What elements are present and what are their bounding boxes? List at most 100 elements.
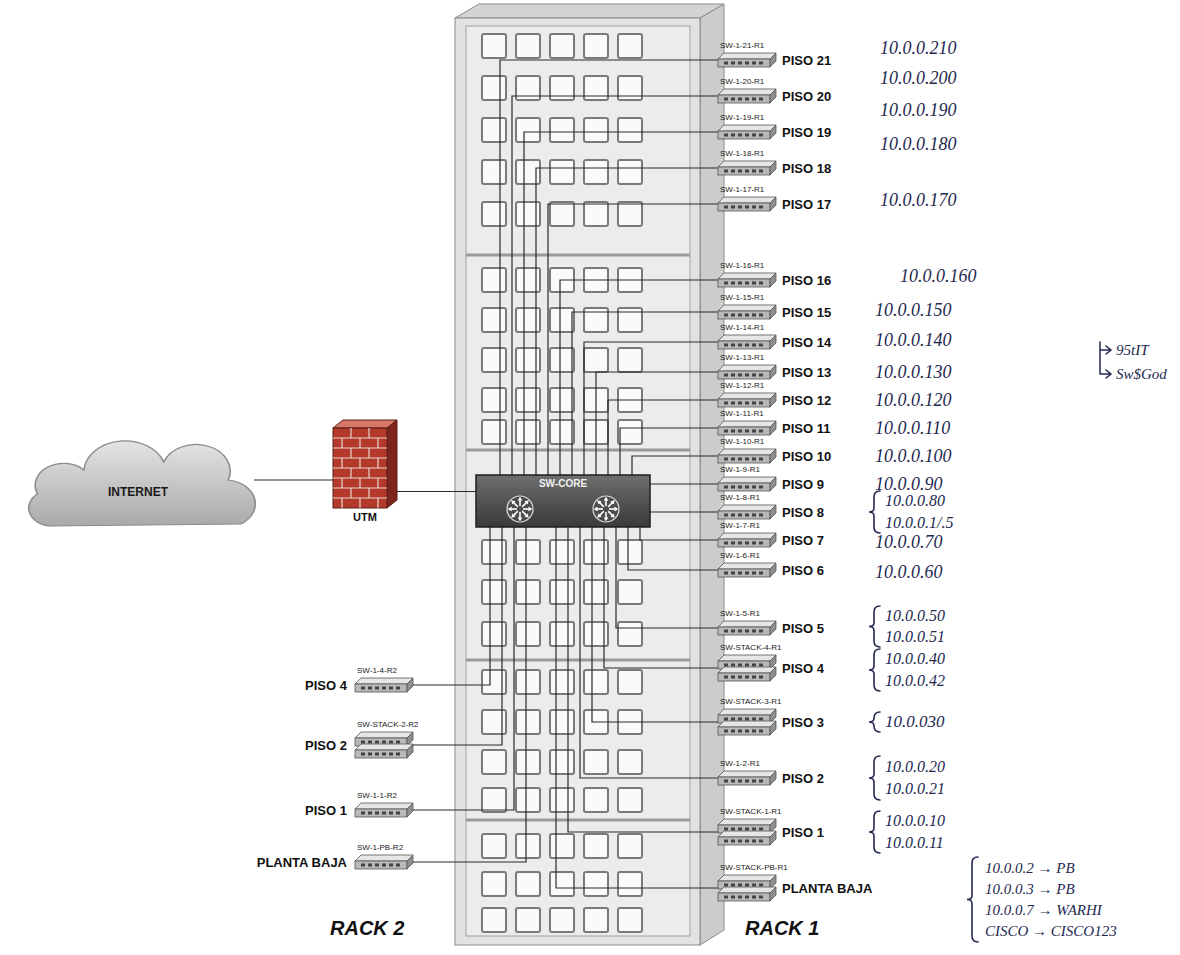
wall-mortar: [359, 498, 360, 508]
switch-top: [718, 771, 776, 777]
cable-line: [548, 204, 718, 475]
switch-port: [731, 430, 735, 433]
switch-port: [738, 62, 742, 65]
switch-port: [731, 896, 735, 899]
switch-symbol-arrow: [509, 508, 517, 510]
switch-port: [752, 62, 756, 65]
switch-port: [752, 664, 756, 667]
switch-port: [724, 840, 728, 843]
node-shape: [718, 53, 776, 67]
rack-unit: [516, 710, 540, 734]
cable-line: [650, 511, 718, 512]
switch-symbol: [507, 496, 533, 522]
switch-port: [738, 630, 742, 633]
rack-unit: [516, 788, 540, 812]
switch-side: [770, 449, 776, 463]
switch-port: [745, 486, 749, 489]
switch-port: [752, 630, 756, 633]
cable-line: [254, 479, 333, 480]
cable-line: [596, 372, 718, 475]
switch-port: [745, 718, 749, 721]
floor-label: PISO 11: [782, 421, 830, 436]
handwritten-note: 10.0.0.170: [880, 190, 957, 211]
rack-unit: [482, 908, 506, 932]
handwritten-brace: [869, 712, 880, 732]
switch-symbol-arrow: [519, 498, 521, 506]
wall-mortar: [368, 488, 369, 498]
node-shape: [718, 305, 776, 319]
handwritten-note: 10.0.0.150: [875, 300, 952, 321]
switch-name: SW-1-8-R1: [720, 493, 760, 503]
switch-symbol-arrowhead: [611, 501, 614, 504]
switch-top: [718, 819, 776, 825]
switch-port: [375, 812, 379, 815]
switch-port: [759, 664, 763, 667]
switch-side: [770, 771, 776, 785]
switch-port: [724, 718, 728, 721]
access-switch: SW-1-1-R2PISO 1: [355, 803, 413, 817]
switch-port: [382, 753, 386, 756]
node-shape: [718, 273, 776, 287]
switch-front: [355, 750, 407, 758]
switch-port: [738, 514, 742, 517]
node-shape: [355, 803, 413, 817]
switch-symbol-arrow: [609, 508, 617, 510]
rack-unit: [516, 834, 540, 858]
handwritten-note: 10.0.0.190: [880, 100, 957, 121]
node-shape: [718, 421, 776, 435]
switch-port: [759, 630, 763, 633]
switch-port: [759, 374, 763, 377]
wall-mortar: [350, 468, 351, 478]
floor-label: PISO 20: [782, 89, 831, 104]
handwritten-arrows: [1100, 342, 1111, 378]
node-shape: [718, 505, 776, 519]
switch-port: [759, 458, 763, 461]
cable-line: [608, 400, 718, 475]
floor-label: PISO 10: [782, 449, 831, 464]
switch-port: [745, 344, 749, 347]
cable-line: [640, 527, 718, 540]
switch-side: [770, 365, 776, 379]
rack-unit: [482, 872, 506, 896]
switch-port: [745, 542, 749, 545]
switch-name: SW-STACK-1-R1: [720, 807, 782, 817]
rack-unit: [584, 834, 608, 858]
switch-side: [770, 53, 776, 67]
handwritten-note: 10.0.0.50: [885, 607, 945, 625]
switch-port: [759, 514, 763, 517]
handwritten-brace: [869, 491, 880, 533]
switch-front: [718, 95, 770, 103]
switch-symbol-arrow: [598, 501, 604, 507]
handwritten-note: 10.0.0.140: [875, 330, 952, 351]
switch-top: [718, 887, 776, 893]
handwritten-note: 10.0.0.120: [875, 390, 952, 411]
switch-port: [759, 282, 763, 285]
rack-front: [455, 18, 700, 945]
switch-side: [770, 505, 776, 519]
switch-front: [718, 569, 770, 577]
rack-unit: [584, 670, 608, 694]
access-switch: SW-1-6-R1PISO 6: [718, 563, 776, 577]
rack-top: [455, 4, 724, 18]
switch-port: [745, 206, 749, 209]
floor-label: PISO 1: [782, 825, 824, 840]
handwritten-note: 10.0.0.180: [880, 134, 957, 155]
switch-symbol-arrowhead: [528, 507, 531, 510]
rack-unit: [618, 580, 642, 604]
wall-mortar: [359, 438, 360, 448]
switch-name: SW-1-12-R1: [720, 381, 764, 391]
switch-port: [375, 753, 379, 756]
wall-mortar: [368, 448, 369, 458]
rack-unit: [516, 622, 540, 646]
handwritten-note: 10.0.0.210: [880, 38, 957, 59]
switch-port: [759, 402, 763, 405]
switch-port: [396, 753, 400, 756]
rack-unit: [482, 34, 506, 58]
switch-symbol-arrowhead: [611, 514, 614, 517]
switch-port: [382, 741, 386, 744]
cable-line: [413, 527, 490, 685]
wall-mortar: [341, 478, 342, 488]
rack-unit: [550, 788, 574, 812]
switch-port: [731, 458, 735, 461]
switch-port: [724, 884, 728, 887]
